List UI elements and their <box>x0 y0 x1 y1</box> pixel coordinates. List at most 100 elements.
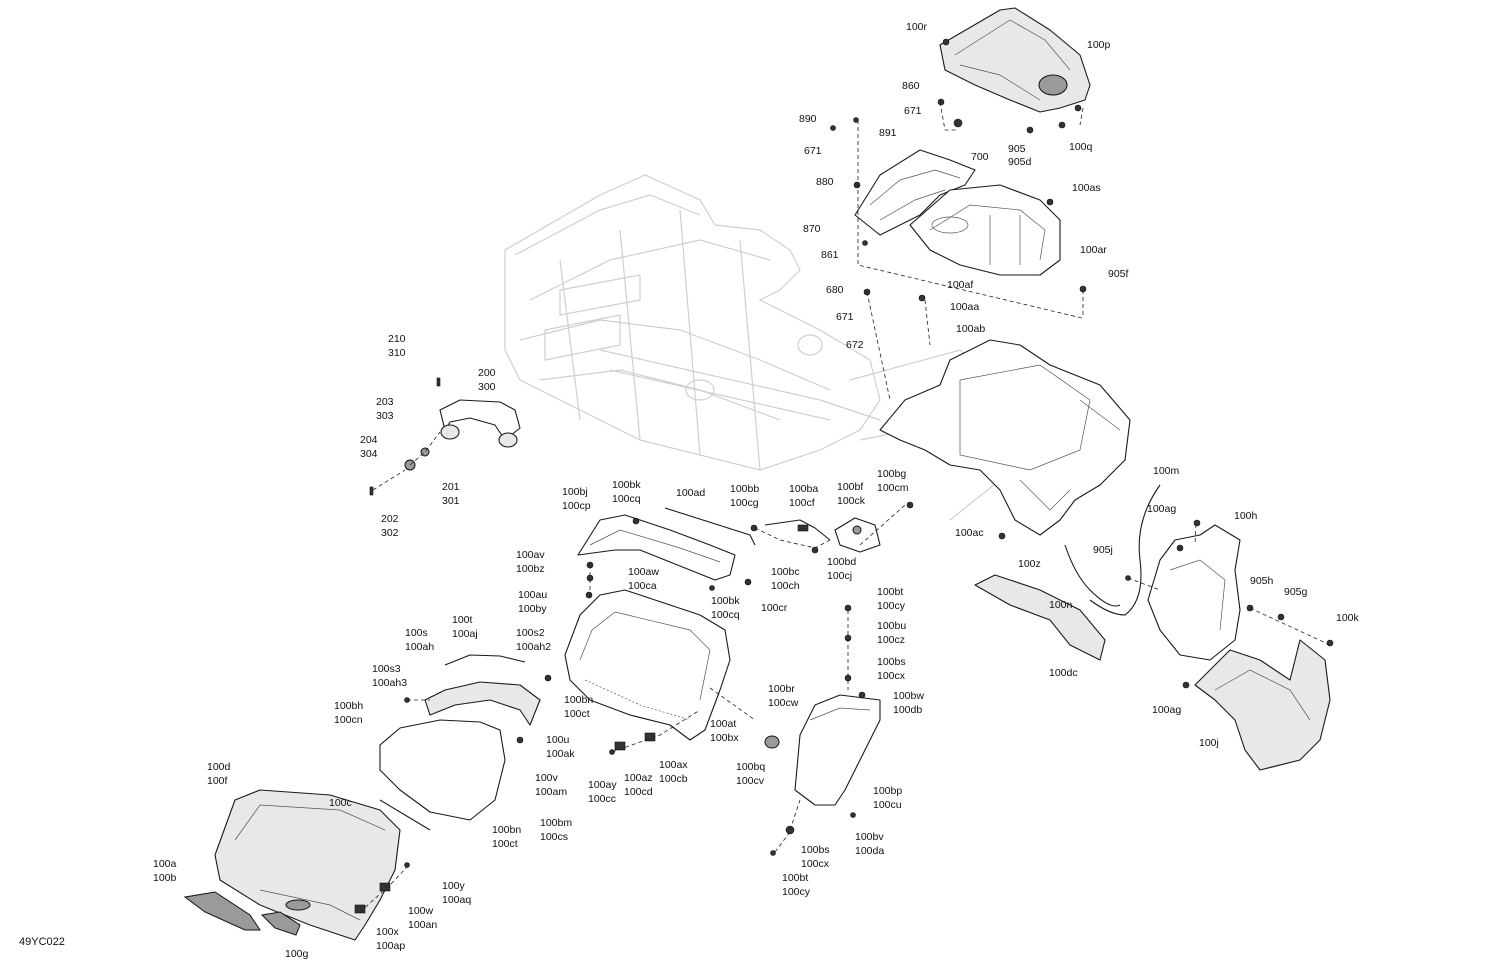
label-100z: 100z <box>1018 558 1041 570</box>
tray-100ar <box>909 184 1061 276</box>
label-880: 880 <box>816 176 834 188</box>
label-671-b: 671 <box>804 145 822 157</box>
strip-100ad <box>664 507 756 546</box>
label-100g: 100g <box>285 948 309 960</box>
side-panel-100bp <box>764 694 881 806</box>
label-100af: 100af <box>947 279 973 291</box>
top-cover-100p <box>939 7 1091 113</box>
wire-harness-100ba <box>764 519 831 541</box>
label-100p: 100p <box>1087 39 1111 51</box>
side-housing-100h <box>1147 524 1241 661</box>
label-891: 891 <box>879 127 897 139</box>
label-905f: 905f <box>1108 268 1129 280</box>
label-890: 890 <box>799 113 817 125</box>
tail-cover-100j <box>1194 639 1331 771</box>
label-905h: 905h <box>1250 575 1274 587</box>
label-100n: 100n <box>1049 599 1073 611</box>
switch-bracket-100bf <box>834 517 881 553</box>
label-100k: 100k <box>1336 612 1360 624</box>
mat-100dc <box>974 574 1106 661</box>
upper-trim-100bj <box>577 514 736 581</box>
label-671-c: 671 <box>836 311 854 323</box>
rear-tub-100z <box>879 339 1131 536</box>
liner-bin-100at <box>564 589 731 741</box>
seal-100s <box>424 654 541 726</box>
label-870: 870 <box>803 223 821 235</box>
label-100ab: 100ab <box>956 323 985 335</box>
label-100ac: 100ac <box>955 527 984 539</box>
ghost-frame <box>504 174 1001 521</box>
label-671-a: 671 <box>904 105 922 117</box>
label-100dc: 100dc <box>1049 667 1078 679</box>
label-100q: 100q <box>1069 141 1093 153</box>
gasket-100bh <box>379 719 506 821</box>
label-700: 700 <box>971 151 989 163</box>
label-100c: 100c <box>329 797 352 809</box>
label-100r: 100r <box>906 21 928 33</box>
label-100as: 100as <box>1072 182 1101 194</box>
strip-100c <box>379 799 431 831</box>
label-680: 680 <box>826 284 844 296</box>
lid-100d <box>214 789 401 941</box>
label-860: 860 <box>902 80 920 92</box>
label-100m: 100m <box>1153 465 1180 477</box>
label-905g: 905g <box>1284 586 1308 598</box>
leader-lines <box>359 101 1331 913</box>
trim-100a <box>183 891 301 936</box>
hoses <box>1064 484 1161 616</box>
label-100j: 100j <box>1199 737 1219 749</box>
label-100ar: 100ar <box>1080 244 1107 256</box>
label-100aa: 100aa <box>950 301 979 313</box>
label-100cr: 100cr <box>761 602 788 614</box>
label-100h: 100h <box>1234 510 1258 522</box>
label-100ag-a: 100ag <box>1147 503 1176 515</box>
